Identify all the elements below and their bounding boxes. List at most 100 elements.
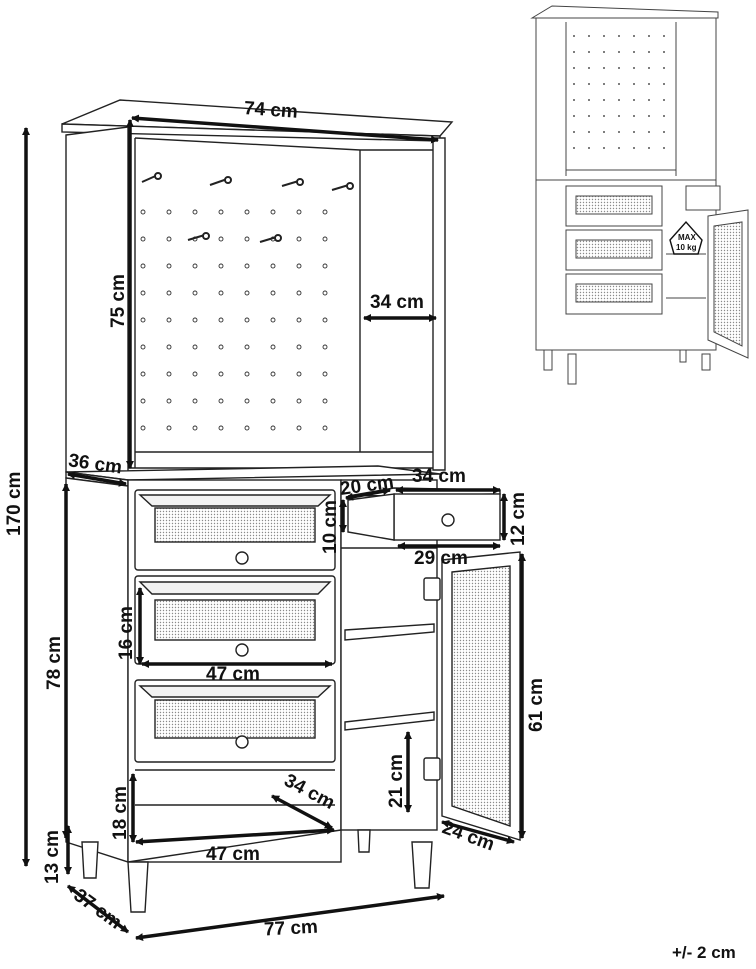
- thumb-peg-hole: [603, 83, 605, 85]
- drawer-1-bevel: [138, 494, 332, 507]
- peg-hole: [270, 344, 276, 350]
- hinge-upper: [423, 577, 441, 601]
- peg-hole: [166, 209, 172, 215]
- thumb-peg-hole: [603, 35, 605, 37]
- label-hutch-height: 75 cm: [108, 274, 129, 328]
- thumb-peg-hole: [573, 83, 575, 85]
- thumb-peg-hole: [573, 131, 575, 133]
- label-drawer-front-w: 47 cm: [206, 664, 260, 685]
- peg-hole: [322, 317, 328, 323]
- shelf-1: [344, 623, 435, 641]
- peg-hole: [166, 371, 172, 377]
- arrow-door-depth: [441, 820, 515, 844]
- peg-hole: [140, 344, 146, 350]
- thumb-peg-hole: [633, 147, 635, 149]
- arrow-drawer-ext: [345, 487, 391, 501]
- dimension-arrows: [22, 114, 526, 942]
- peg-hole: [322, 398, 328, 404]
- peg-hole: [140, 236, 146, 242]
- label-total-height: 170 cm: [4, 472, 25, 536]
- label-base-height: 78 cm: [44, 636, 65, 690]
- peg-hole: [322, 425, 328, 431]
- peg-hole: [270, 290, 276, 296]
- thumb-leg-2: [567, 353, 577, 385]
- label-bottom-shelf-h: 18 cm: [110, 786, 131, 840]
- thumb-peg-hole: [603, 99, 605, 101]
- cabinet-drawing: [61, 99, 521, 913]
- leg-front-right: [411, 841, 433, 889]
- thumb-peg-hole: [603, 115, 605, 117]
- thumb-peg-hole: [588, 67, 590, 69]
- thumb-peg-hole: [588, 131, 590, 133]
- peg-hole: [244, 236, 250, 242]
- thumb-peg-hole: [588, 115, 590, 117]
- arrow-bottom-width: [135, 826, 335, 846]
- shelf-2: [344, 711, 435, 731]
- thumb-peg-hole: [648, 51, 650, 53]
- peg-hole: [296, 425, 302, 431]
- peg-hole: [244, 209, 250, 215]
- peg-hole: [166, 425, 172, 431]
- thumb-peg-hole: [573, 99, 575, 101]
- peg-hole: [166, 344, 172, 350]
- thumb-peg-hole: [663, 67, 665, 69]
- peg-hole: [140, 209, 146, 215]
- label-cabinet-depth: 37 cm: [70, 885, 126, 934]
- peg-hole: [244, 344, 250, 350]
- thumb-max-label: MAX: [678, 233, 696, 242]
- thumb-peg-hole: [603, 67, 605, 69]
- thumb-peg-hole: [618, 115, 620, 117]
- thumb-drawer-1-rattan: [575, 195, 653, 215]
- thumb-peg-hole: [603, 147, 605, 149]
- thumb-peg-hole: [633, 115, 635, 117]
- label-top-width: 74 cm: [243, 98, 298, 123]
- thumb-peg-hole: [648, 35, 650, 37]
- drawer-3-knob: [235, 735, 249, 749]
- thumb-peg-hole: [618, 83, 620, 85]
- arrow-top-width: [131, 114, 439, 144]
- peg-hole: [140, 425, 146, 431]
- thumb-peg-hole: [648, 83, 650, 85]
- peg-hole: [244, 371, 250, 377]
- peg-hole: [244, 317, 250, 323]
- peg-hole: [270, 209, 276, 215]
- drawer-2-bevel: [138, 581, 332, 595]
- peg-hole: [166, 398, 172, 404]
- thumb-peg-hole: [663, 83, 665, 85]
- peg-hole: [140, 263, 146, 269]
- thumb-peg-hole: [648, 115, 650, 117]
- thumb-peg-hole: [573, 147, 575, 149]
- label-tolerance: +/- 2 cm: [672, 943, 736, 962]
- thumb-drawer-3-rattan: [575, 283, 653, 303]
- label-door-height: 61 cm: [526, 678, 547, 732]
- peg-hole: [218, 236, 224, 242]
- peg-hole: [270, 398, 276, 404]
- peg-hole: [218, 209, 224, 215]
- peg-hole: [322, 344, 328, 350]
- hutch-right-side: [432, 137, 446, 471]
- thumb-peg-hole: [663, 147, 665, 149]
- hinge-lower: [423, 757, 441, 781]
- thumb-peg-hole: [633, 83, 635, 85]
- drawer-3-rattan: [154, 699, 316, 739]
- thumb-peg-hole: [618, 131, 620, 133]
- open-door-rattan: [451, 565, 511, 827]
- peg-hole: [322, 371, 328, 377]
- peg-hole: [296, 344, 302, 350]
- peg-hole: [166, 263, 172, 269]
- thumb-peg-hole: [633, 51, 635, 53]
- thumb-peg-hole: [618, 51, 620, 53]
- peg-hole: [192, 398, 198, 404]
- thumb-crown: [530, 5, 719, 19]
- peg-hole: [322, 263, 328, 269]
- peg-hole: [296, 290, 302, 296]
- thumb-peg-hole: [588, 51, 590, 53]
- leg-back-left: [81, 841, 99, 879]
- peg-hole: [270, 263, 276, 269]
- peg-hole: [244, 398, 250, 404]
- thumb-peg-hole: [618, 99, 620, 101]
- thumb-peg-hole: [648, 147, 650, 149]
- peg-hole: [322, 236, 328, 242]
- peg-hole: [218, 371, 224, 377]
- label-total-width: 77 cm: [264, 917, 319, 941]
